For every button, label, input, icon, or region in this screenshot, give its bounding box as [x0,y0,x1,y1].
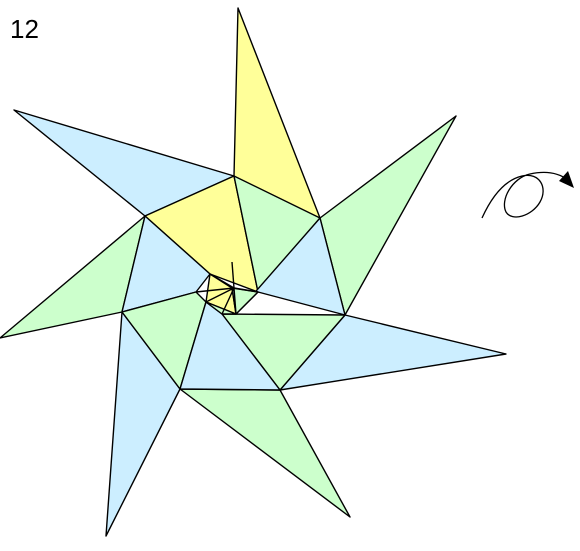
fold-flap-upper-right [319,115,457,316]
arrowhead [559,171,574,188]
center-crease-lines [195,261,259,315]
fold-flap-bottom [179,388,351,518]
center-facet-3 [205,301,237,315]
pinwheel-star [0,7,507,537]
step-number: 12 [10,14,39,44]
rotate-clockwise-arrow-icon [481,171,574,219]
